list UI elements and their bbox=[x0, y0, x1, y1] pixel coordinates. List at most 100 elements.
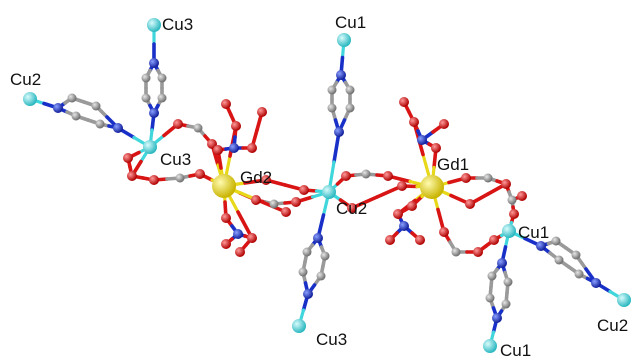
atom-c-pa4 bbox=[141, 93, 151, 103]
atom-o-o34 bbox=[501, 179, 511, 189]
atom-n-pd1 bbox=[313, 233, 323, 243]
atom-o-o30 bbox=[385, 235, 395, 245]
atom-o-o29 bbox=[393, 209, 403, 219]
atom-o-o27 bbox=[431, 143, 441, 153]
atom-c-c4 bbox=[361, 169, 371, 179]
atom-n-pb6 bbox=[113, 123, 123, 133]
atom-o-o15 bbox=[235, 247, 245, 257]
atom-o-o4 bbox=[149, 175, 159, 185]
label-cu1-right: Cu1 bbox=[518, 223, 549, 242]
label-gd2: Gd2 bbox=[240, 168, 272, 187]
atom-n-pc1 bbox=[336, 70, 346, 80]
atom-n-pd6 bbox=[303, 289, 313, 299]
atom-o-o28 bbox=[439, 119, 449, 129]
atom-c-c5 bbox=[483, 173, 493, 183]
atom-c-pe5 bbox=[574, 269, 584, 279]
atom-o-o12 bbox=[221, 213, 231, 223]
label-cu2-right: Cu2 bbox=[597, 316, 628, 335]
label-cu2-mid: Cu2 bbox=[336, 199, 367, 218]
atom-o-o7 bbox=[231, 121, 241, 131]
atom-o-o17 bbox=[291, 197, 301, 207]
atom-n-n2 bbox=[233, 229, 243, 239]
atom-o-o6 bbox=[123, 153, 133, 163]
atom-o-o13 bbox=[221, 239, 231, 249]
atom-o-o9 bbox=[247, 143, 257, 153]
atom-o-o39 bbox=[489, 235, 499, 245]
atom-c-c6 bbox=[507, 195, 517, 205]
label-cu3-bottom: Cu3 bbox=[316, 330, 347, 349]
label-cu1-bottom: Cu1 bbox=[500, 341, 531, 358]
atom-o-o24 bbox=[347, 203, 357, 213]
atom-n-pe1 bbox=[536, 241, 546, 251]
atom-c-pe3 bbox=[554, 255, 564, 265]
atom-c-pd5 bbox=[316, 271, 326, 281]
atom-n-pb1 bbox=[53, 103, 63, 113]
atom-n-pf1 bbox=[497, 258, 507, 268]
atom-cu-Cu3c bbox=[143, 140, 157, 154]
atom-n-pa6 bbox=[149, 108, 159, 118]
atom-cu-Cu2m bbox=[322, 185, 336, 199]
label-gd1: Gd1 bbox=[437, 155, 469, 174]
atom-o-o5 bbox=[195, 169, 205, 179]
atom-o-o8 bbox=[213, 145, 223, 155]
bond-pc6-Cu2m-half0 bbox=[332, 130, 341, 164]
atom-cu-Cu1b bbox=[483, 339, 497, 353]
atom-c-pe2 bbox=[551, 236, 561, 246]
label-cu3-center: Cu3 bbox=[160, 150, 191, 169]
atom-c-pb4 bbox=[91, 101, 101, 111]
atom-c-pc2 bbox=[327, 85, 337, 95]
atom-c-pa2 bbox=[141, 73, 151, 83]
atom-o-o33 bbox=[461, 173, 471, 183]
atom-o-o37 bbox=[439, 227, 449, 237]
atom-cu-Cu1r bbox=[502, 224, 516, 238]
atom-o-o11 bbox=[257, 107, 267, 117]
atom-cu-Cu1t bbox=[337, 33, 351, 47]
atom-c-pd3 bbox=[320, 251, 330, 261]
atom-c-c1 bbox=[193, 123, 203, 133]
atom-o-o2 bbox=[173, 119, 183, 129]
atom-c-pa3 bbox=[157, 73, 167, 83]
atom-o-o16 bbox=[251, 195, 261, 205]
labels-layer: Cu3 Cu2 Cu3 Gd2 Cu1 Cu2 Gd1 Cu1 Cu3 Cu2 … bbox=[10, 13, 628, 358]
atom-c-c2 bbox=[175, 173, 185, 183]
atom-n-n3 bbox=[417, 135, 427, 145]
atom-o-o32 bbox=[407, 201, 417, 211]
atom-o-o21 bbox=[341, 171, 351, 181]
atom-c-pa5 bbox=[157, 93, 167, 103]
atom-o-o23 bbox=[397, 181, 407, 191]
atom-c-pe4 bbox=[571, 250, 581, 260]
atom-cu-Cu2l bbox=[23, 92, 37, 106]
atom-o-o40 bbox=[465, 199, 475, 209]
atom-c-pf3 bbox=[503, 277, 513, 287]
atom-c-pb2 bbox=[67, 93, 77, 103]
atom-cu-Cu3b bbox=[292, 319, 306, 333]
atoms-layer bbox=[23, 18, 631, 353]
atom-c-pd2 bbox=[302, 247, 312, 257]
atom-c-pc5 bbox=[345, 103, 355, 113]
atom-cu-Cu3t bbox=[147, 18, 161, 32]
atom-c-pc4 bbox=[327, 103, 337, 113]
atom-gd-Gd2 bbox=[212, 174, 236, 198]
label-cu2-left: Cu2 bbox=[10, 70, 41, 89]
atom-cu-Cu2r bbox=[617, 293, 631, 307]
atom-o-o25 bbox=[399, 97, 409, 107]
atom-n-pf6 bbox=[492, 313, 502, 323]
atom-o-o19 bbox=[281, 207, 291, 217]
atom-c-pb3 bbox=[71, 111, 81, 121]
atom-o-o31 bbox=[415, 235, 425, 245]
atom-n-pa1 bbox=[149, 58, 159, 68]
atom-c-pf5 bbox=[501, 299, 511, 309]
atom-o-o38 bbox=[473, 247, 483, 257]
atom-c-pc3 bbox=[345, 85, 355, 95]
atom-o-o35 bbox=[509, 209, 519, 219]
atom-c-pf2 bbox=[487, 271, 497, 281]
atom-n-pe6 bbox=[591, 278, 601, 288]
atom-o-o14 bbox=[247, 233, 257, 243]
atom-c-pd4 bbox=[298, 267, 308, 277]
atom-o-o18 bbox=[299, 185, 309, 195]
atom-n-n1 bbox=[229, 143, 239, 153]
atom-o-o22 bbox=[383, 171, 393, 181]
label-cu1-top: Cu1 bbox=[335, 13, 366, 32]
